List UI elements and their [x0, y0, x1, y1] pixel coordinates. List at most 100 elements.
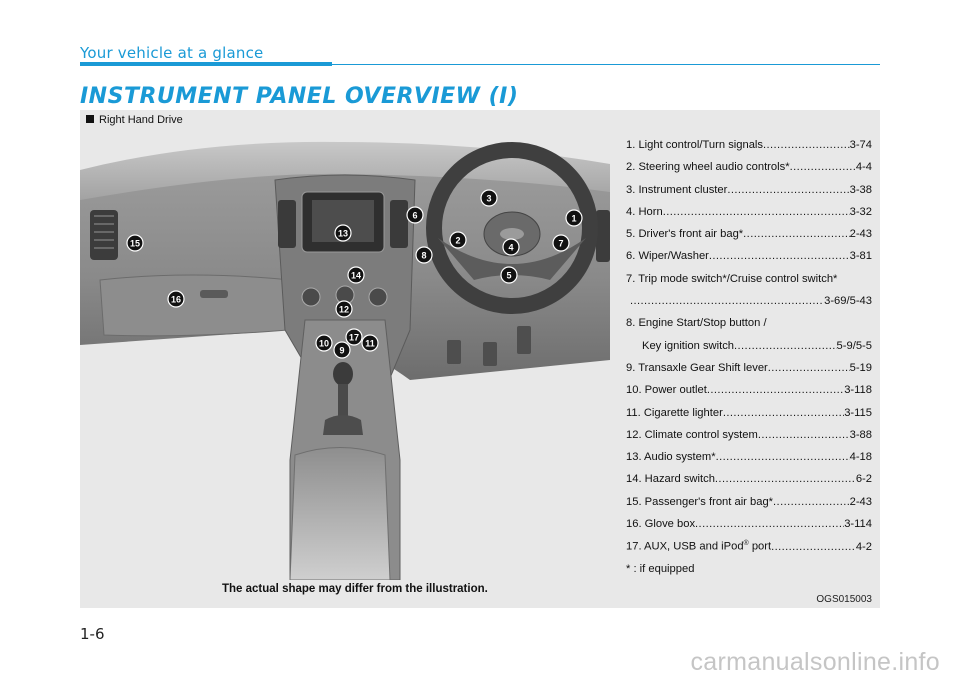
legend-label: 10. Power outlet	[626, 384, 707, 397]
watermark: carmanualsonline.info	[690, 648, 940, 676]
pedal-clutch	[447, 340, 461, 364]
pedal-accelerator	[517, 326, 531, 354]
callout-label: 14	[351, 271, 361, 281]
legend-page: 2-43	[849, 228, 872, 241]
callout-label: 2	[455, 236, 460, 246]
legend-item: 7. Trip mode switch*/Cruise control swit…	[626, 273, 872, 295]
legend-item: 14. Hazard switch 6-2	[626, 473, 872, 495]
legend-item: 15. Passenger's front air bag* 2-43	[626, 496, 872, 518]
leader-dots	[715, 473, 856, 485]
legend-page: 4-18	[849, 451, 872, 464]
legend-page: 4-2	[855, 541, 872, 554]
legend-label: 12. Climate control system	[626, 428, 758, 441]
leader-dots	[790, 161, 856, 173]
leader-dots	[723, 407, 844, 419]
legend-label: 16. Glove box	[626, 518, 696, 531]
leader-dots	[709, 250, 850, 262]
legend-page: 3-32	[849, 205, 872, 218]
legend-label: 6. Wiper/Washer	[626, 250, 709, 263]
callout-17: 17	[345, 328, 363, 346]
legend-item-continued: Key ignition switch 5-9/5-5	[626, 340, 872, 362]
gear-knob	[333, 362, 353, 386]
callout-16: 16	[167, 290, 185, 308]
legend-item: 4. Horn 3-32	[626, 206, 872, 228]
illustration-caption: The actual shape may differ from the ill…	[222, 583, 488, 595]
callout-label: 4	[508, 243, 513, 253]
section-title: Your vehicle at a glance	[80, 44, 264, 62]
callout-label: 10	[319, 339, 329, 349]
callout-13: 13	[334, 224, 352, 242]
leader-dots	[768, 362, 850, 374]
right-air-vent	[596, 210, 610, 262]
legend-item: 1. Light control/Turn signals3-74	[626, 139, 872, 161]
footnote-text: * : if equipped	[626, 562, 695, 575]
callout-8: 8	[415, 246, 433, 264]
leader-dots	[743, 228, 849, 240]
leader-dots	[763, 139, 850, 151]
legend-label: 1. Light control/Turn signals	[626, 139, 764, 151]
leader-dots	[626, 295, 824, 307]
legend-label: 8. Engine Start/Stop button /	[626, 317, 767, 330]
legend-item: 17. AUX, USB and iPod® port 4-2	[626, 540, 872, 562]
callout-label: 8	[421, 251, 426, 261]
legend-page: 3-81	[849, 250, 872, 263]
armrest	[289, 447, 391, 580]
legend-label: Key ignition switch	[642, 339, 735, 352]
callout-12: 12	[335, 300, 353, 318]
legend-item: 2. Steering wheel audio controls* 4-4	[626, 161, 872, 183]
legend-item: 16. Glove box3-114	[626, 518, 872, 540]
legend-label: 17. AUX, USB and iPod® port	[626, 540, 771, 553]
callout-9: 9	[333, 341, 351, 359]
legend-item: 10. Power outlet 3-118	[626, 384, 872, 406]
registered-mark: ®	[743, 540, 749, 548]
header-rule	[80, 62, 332, 66]
legend-label: 5. Driver's front air bag*	[626, 228, 744, 241]
legend-page: 3-115	[844, 406, 872, 419]
legend-label: 4. Horn	[626, 205, 663, 218]
legend-label: 2. Steering wheel audio controls*	[626, 161, 790, 174]
leader-dots	[707, 384, 844, 396]
callout-label: 15	[130, 239, 140, 249]
drive-label: Right Hand Drive	[86, 114, 183, 126]
pedal-brake	[483, 342, 497, 366]
callout-15: 15	[126, 234, 144, 252]
legend-item: 11. Cigarette lighter 3-115	[626, 407, 872, 429]
legend-label: 14. Hazard switch	[626, 473, 715, 486]
steering-wheel	[426, 142, 598, 314]
callout-6: 6	[406, 206, 424, 224]
leader-dots	[773, 496, 850, 508]
left-air-vent	[90, 210, 118, 260]
legend-item: 13. Audio system* 4-18	[626, 451, 872, 473]
legend-item: 9. Transaxle Gear Shift lever 5-19	[626, 362, 872, 384]
callout-label: 3	[486, 194, 491, 204]
legend-item-continued: 3-69/5-43	[626, 295, 872, 317]
square-bullet-icon	[86, 115, 94, 123]
image-code: OGS015003	[816, 594, 872, 605]
callout-1: 1	[565, 209, 583, 227]
legend-item: 12. Climate control system 3-88	[626, 429, 872, 451]
legend-page: 6-2	[855, 473, 872, 486]
glove-box	[99, 274, 291, 337]
legend-label-text: 17. AUX, USB and iPod	[626, 541, 744, 554]
legend-page: 3-88	[849, 428, 872, 441]
callout-7: 7	[552, 234, 570, 252]
legend-page: 3-38	[849, 183, 872, 196]
legend-page: 3-118	[844, 384, 872, 397]
legend-label: 11. Cigarette lighter	[626, 406, 723, 419]
callout-label: 7	[558, 239, 563, 249]
legend-item: 6. Wiper/Washer 3-81	[626, 250, 872, 272]
legend-page: 2-43	[849, 495, 872, 508]
callout-label: 9	[339, 346, 344, 356]
callout-5: 5	[500, 266, 518, 284]
callout-label: 17	[349, 333, 359, 343]
leader-dots	[716, 451, 850, 463]
header-rule-thin	[332, 64, 880, 65]
legend-page: 4-4	[855, 161, 872, 174]
callout-label: 11	[365, 339, 375, 349]
leader-dots	[734, 340, 837, 352]
legend-label: 13. Audio system*	[626, 451, 716, 464]
callout-label: 16	[171, 295, 181, 305]
legend-page: 5-9/5-5	[836, 339, 872, 352]
leader-dots	[663, 206, 850, 218]
dashboard-illustration: 1 2 3 4 5 6 7 8 9 10 11 12 13 14 15 16 1…	[80, 141, 610, 580]
